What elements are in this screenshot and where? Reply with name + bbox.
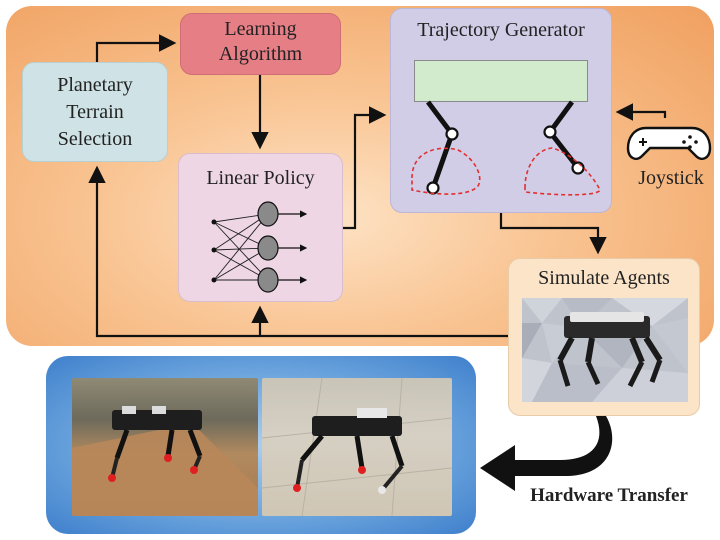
trajectory-generator-box [390,8,612,213]
planetary-terrain-selection-box [22,62,168,162]
joystick-label: Joystick [638,167,704,189]
joystick-icon [626,126,712,160]
linear-policy-label: Linear Policy [206,167,315,189]
simulation-render [522,298,688,402]
neural-network-icon [211,201,308,293]
simulate-agents-label: Simulate Agents [538,267,670,289]
trajectory-generator-label: Trajectory Generator [417,19,585,41]
trajectory-bar [414,60,588,102]
arrow-terrain-to-learning [95,34,177,62]
learning-algorithm-label: Learning Algorithm [218,18,303,65]
hardware-photo-left [72,378,258,516]
planetary-terrain-selection-label: Planetary Terrain Selection [57,74,133,150]
robot-leg-icon [411,100,601,196]
hardware-transfer-arrow [480,416,613,491]
arrow-policy-to-trajectory [343,106,387,230]
arrow-trajectory-to-simulate [499,213,607,255]
arrow-feedback-to-terrain [88,165,508,338]
learning-algorithm-box [180,13,341,75]
arrow-joystick-to-trajectory [615,103,667,121]
hardware-transfer-label: Hardware Transfer [530,485,688,506]
hardware-photo-right [262,378,452,516]
